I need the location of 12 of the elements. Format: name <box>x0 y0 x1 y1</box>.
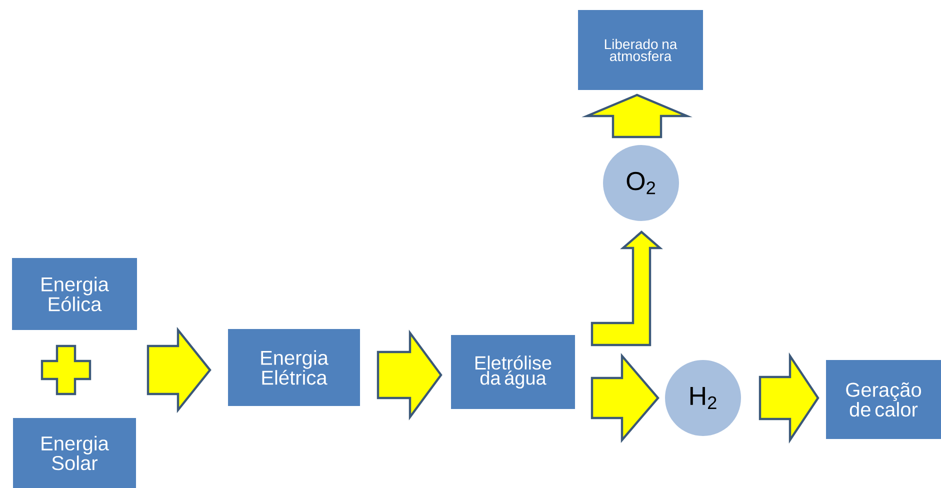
process-box: Energia Elétrica <box>228 329 360 406</box>
block-arrow <box>146 326 212 414</box>
process-box: Eletrólise da água <box>451 335 575 409</box>
process-box: Geração de calor <box>826 360 941 439</box>
block-arrow <box>590 230 663 346</box>
process-box: Liberado na atmosfera <box>578 10 703 90</box>
process-box: Energia Eólica <box>12 258 137 330</box>
block-arrow <box>590 353 660 443</box>
block-arrow <box>376 330 442 420</box>
process-box: Energia Solar <box>13 418 136 488</box>
block-arrow <box>758 352 820 444</box>
block-arrow <box>582 94 692 138</box>
